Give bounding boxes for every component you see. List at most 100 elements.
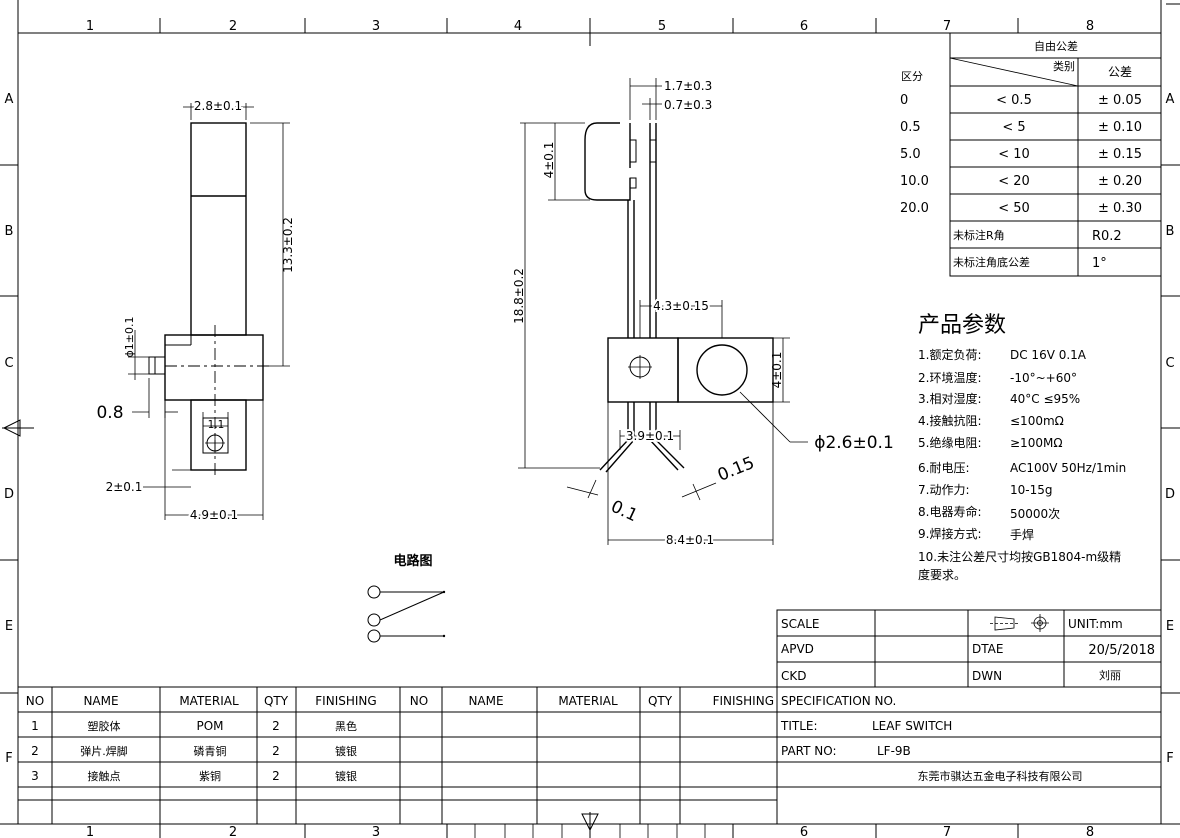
bom-cell-name: 弹片.焊脚 (80, 744, 128, 758)
zone-row-c-right: C (1165, 356, 1174, 371)
dwn-label: DWN (972, 669, 1002, 683)
zone-row-d-right: D (1165, 487, 1175, 502)
bom-cell-name: 接触点 (88, 769, 121, 783)
param-value: AC100V 50Hz/1min (1010, 461, 1126, 475)
zone-row-f-left: F (5, 751, 12, 766)
bom-cell-finishing: 黑色 (335, 719, 357, 733)
dim-pin-diameter: ϕ1±0.1 (123, 317, 136, 358)
tolerance-row-cat: < 10 (998, 147, 1030, 162)
tolerance-row-tol: ± 0.05 (1098, 93, 1142, 108)
zone-row-b-right: B (1166, 224, 1175, 239)
dim-pin-length: 0.8 (96, 403, 123, 423)
bom-cell-no: 2 (31, 744, 39, 758)
tolerance-row-cat: < 5 (1002, 120, 1025, 135)
tolerance-row-tol: ± 0.15 (1098, 147, 1142, 162)
dim-right-top-b: 0.7±0.3 (664, 98, 712, 112)
bom-header: FINISHING (315, 694, 376, 708)
tolerance-header: 自由公差 (1034, 39, 1078, 53)
param-value: DC 16V 0.1A (1010, 348, 1087, 362)
dim-left-top-width: 2.8±0.1 (194, 99, 242, 113)
zone-col-1-bottom: 1 (86, 825, 94, 838)
zone-col-7: 7 (943, 19, 951, 34)
projection-symbol-icon (990, 614, 1049, 632)
date-value: 20/5/2018 (1088, 643, 1155, 658)
zone-row-f-right: F (1166, 751, 1173, 766)
dim-hole-pitch: 4.3±0.15 (653, 299, 709, 313)
param-value: 手焊 (1010, 527, 1034, 542)
param-key: 2.环境温度: (918, 370, 982, 385)
param-key: 1.额定负荷: (918, 347, 982, 362)
bom-header: MATERIAL (179, 694, 239, 708)
tolerance-row-div: 0.5 (900, 120, 921, 135)
bom-cell-qty: 2 (272, 744, 280, 758)
tolerance-row-div: 0 (900, 93, 908, 108)
dim-leg-spacing: 3.9±0.1 (626, 429, 674, 443)
tolerance-extra-label: 未标注角底公差 (953, 255, 1030, 269)
bom-cell-no: 3 (31, 769, 39, 783)
drawer-name: 刘丽 (1099, 669, 1121, 682)
bom-header: NAME (83, 694, 118, 708)
zone-col-3-bottom: 3 (372, 825, 380, 838)
tolerance-col-div: 区分 (901, 70, 923, 83)
bom-cell-finishing: 镀银 (335, 769, 357, 783)
tolerance-row-div: 5.0 (900, 147, 921, 162)
title-block: SCALE UNIT:mm APVD DTAE 20/5/2018 CKD DW… (776, 609, 1162, 688)
param-value: ≥100MΩ (1010, 436, 1062, 450)
scale-label: SCALE (781, 617, 819, 631)
bom-header: FINISHING (713, 694, 774, 708)
apvd-label: APVD (781, 642, 814, 656)
zone-col-6-bottom: 6 (800, 825, 808, 838)
tolerance-row-tol: ± 0.30 (1098, 201, 1142, 216)
zone-col-4: 4 (514, 19, 522, 34)
tolerance-row-div: 20.0 (900, 201, 929, 216)
tolerance-col-tol: 公差 (1108, 65, 1132, 79)
unit-label: UNIT:mm (1068, 617, 1123, 631)
bom-cell-material: 紫铜 (199, 769, 221, 783)
param-value: ≤100mΩ (1010, 414, 1064, 428)
dim-base-width: 8.4±0.1 (666, 533, 714, 547)
tolerance-row-cat: < 50 (998, 201, 1030, 216)
param-key: 8.电器寿命: (918, 504, 982, 519)
zone-col-8: 8 (1086, 19, 1094, 34)
zone-row-e-left: E (5, 619, 13, 634)
dim-left-height: 13.3±0.2 (281, 217, 295, 273)
bom-cell-finishing: 镀银 (335, 744, 357, 758)
dim-block-height: 4±0.1 (770, 352, 784, 389)
bom-header: NAME (468, 694, 503, 708)
dim-right-top-a: 1.7±0.3 (664, 79, 712, 93)
bom-cell-material: 磷青铜 (194, 744, 227, 758)
circuit-label: 电路图 (393, 553, 432, 569)
zone-row-a-left: A (5, 92, 14, 107)
spec-label: SPECIFICATION NO. (781, 694, 896, 708)
tolerance-diag-label: 类别 (1053, 59, 1075, 73)
dim-thickness-a: 0.1 (608, 497, 641, 527)
tolerance-row-cat: < 0.5 (996, 93, 1032, 108)
tolerance-extra-value: 1° (1092, 256, 1107, 271)
zone-col-6: 6 (800, 19, 808, 34)
param-value: -10°~+60° (1010, 371, 1077, 385)
product-parameters: 产品参数 1.额定负荷: DC 16V 0.1A 2.环境温度: -10°~+6… (918, 313, 1126, 582)
tolerance-extra-value: R0.2 (1092, 229, 1122, 244)
bom-header: NO (26, 694, 44, 708)
dim-thickness-b: 0.15 (715, 453, 758, 486)
param-key: 6.耐电压: (918, 461, 970, 475)
tolerance-extra-label: 未标注R角 (953, 228, 1005, 242)
right-view-dimensions: 1.7±0.3 0.7±0.3 4±0.1 18.8±0.2 4.3±0.15 … (512, 78, 894, 549)
bom-header: MATERIAL (558, 694, 618, 708)
bom-table: NO NAME MATERIAL QTY FINISHING NO NAME M… (18, 686, 1161, 824)
zone-row-b-left: B (5, 224, 14, 239)
zone-col-1: 1 (86, 19, 94, 34)
right-view-body (584, 122, 774, 473)
left-view-body (148, 122, 270, 475)
part-label: PART NO: (781, 744, 837, 758)
bom-header: QTY (264, 694, 289, 708)
bom-cell-qty: 2 (272, 769, 280, 783)
param-note-line-2: 度要求。 (918, 567, 966, 582)
title-value: LEAF SWITCH (872, 719, 952, 733)
circuit-diagram: 电路图 (367, 553, 446, 643)
zone-col-8-bottom: 8 (1086, 825, 1094, 838)
zone-col-2: 2 (229, 19, 237, 34)
tolerance-row-cat: < 20 (998, 174, 1030, 189)
param-key: 4.接触抗阻: (918, 413, 982, 428)
